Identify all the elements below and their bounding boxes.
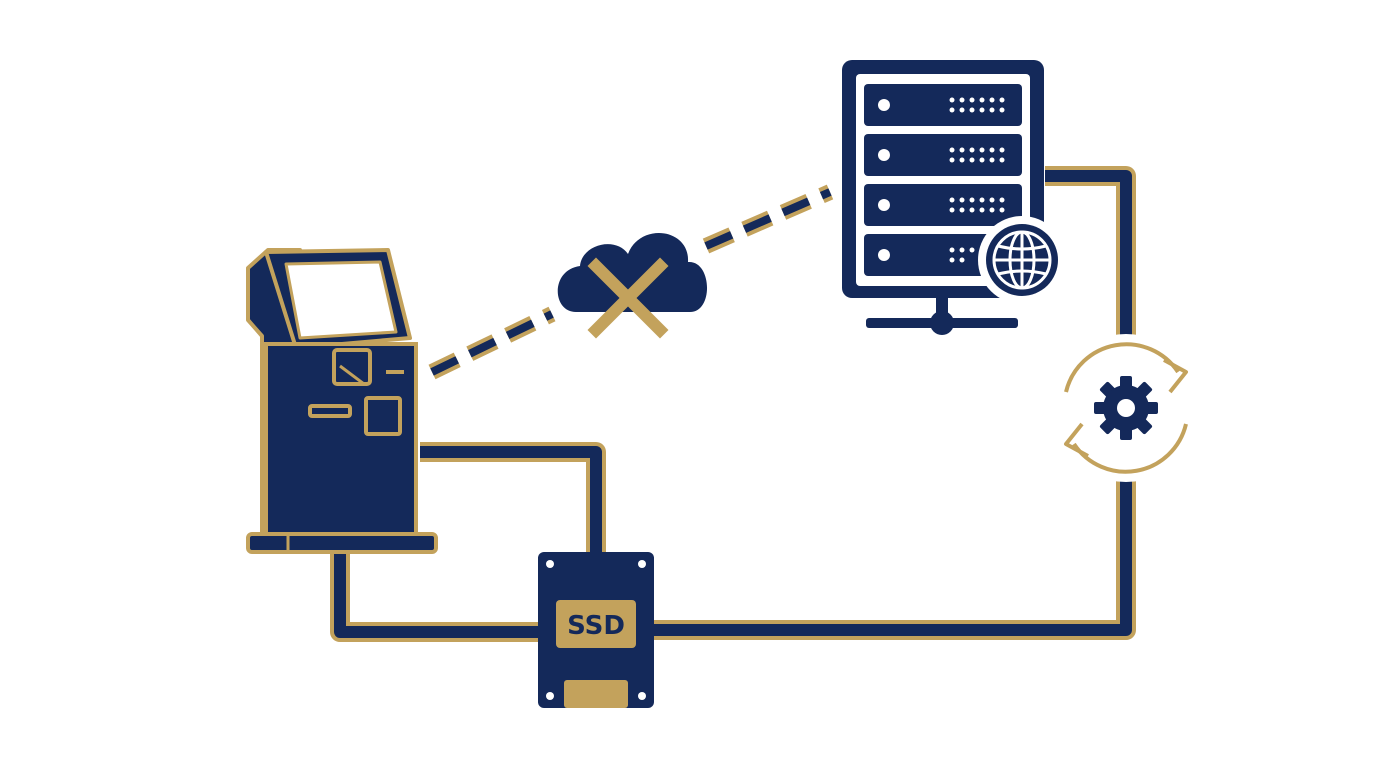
kiosk-screen [284, 260, 398, 340]
dashed-connection-cloud-server [702, 184, 834, 254]
gear-icon [1094, 376, 1158, 440]
server-unit [864, 134, 1022, 176]
kiosk-keypad [364, 396, 402, 436]
server-unit [864, 84, 1022, 126]
cloud-icon [557, 232, 708, 312]
server-unit [864, 184, 1022, 226]
ssd-icon: SSD [538, 552, 654, 708]
kiosk-icon [246, 248, 438, 554]
dashed-connection-kiosk-cloud [428, 306, 556, 380]
ssd-label-plate [556, 600, 636, 648]
kiosk-receipt-slot [308, 404, 352, 418]
connection-kiosk-ssd-bottom [330, 548, 540, 642]
ssd-connector [564, 680, 628, 708]
connection-kiosk-ssd-top [420, 442, 606, 556]
disconnected-x-icon [587, 257, 669, 339]
globe-icon [978, 216, 1066, 304]
kiosk-card-reader [332, 348, 372, 386]
ssd-label: SSD [567, 611, 625, 641]
